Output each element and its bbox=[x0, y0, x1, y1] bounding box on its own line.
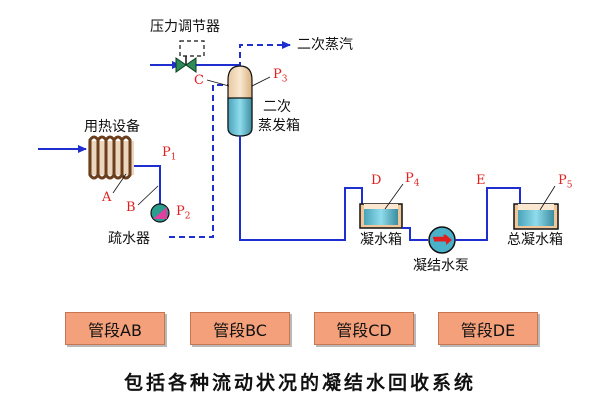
point-c-label: C bbox=[194, 73, 204, 88]
secondary-steam-label: 二次蒸汽 bbox=[297, 37, 353, 53]
pipe-segment-bc bbox=[169, 84, 238, 238]
segment-de-button[interactable]: 管段DE bbox=[438, 312, 538, 345]
evaporator-label-line2: 蒸发箱 bbox=[258, 118, 300, 134]
condensate-tank-icon bbox=[359, 203, 403, 229]
pressure-p2-label: P2 bbox=[176, 204, 191, 222]
point-b-label: B bbox=[126, 200, 136, 215]
evaporator-label-line1: 二次 bbox=[263, 99, 291, 115]
point-e-label: E bbox=[476, 173, 486, 188]
secondary-steam-pipe bbox=[239, 41, 291, 68]
pipe-segment-de bbox=[455, 187, 521, 241]
pointer-c bbox=[206, 79, 230, 87]
heating-equipment-label: 用热设备 bbox=[84, 119, 140, 135]
point-d-label: D bbox=[371, 173, 382, 188]
pointer-b bbox=[137, 185, 159, 206]
main-condensate-tank-icon bbox=[513, 203, 559, 230]
pipe-segment-ab bbox=[134, 165, 161, 205]
pressure-p3-label: P3 bbox=[273, 67, 288, 85]
point-a-label: A bbox=[102, 190, 112, 205]
pressure-p1-label: P1 bbox=[162, 145, 177, 163]
main-condensate-tank-label: 总凝水箱 bbox=[507, 232, 563, 248]
pointer-a bbox=[112, 173, 127, 194]
condensate-pump-icon bbox=[428, 226, 456, 254]
condensate-tank-label: 凝水箱 bbox=[360, 232, 402, 248]
heating-coil-icon bbox=[88, 135, 134, 180]
segment-ab-button[interactable]: 管段AB bbox=[65, 312, 165, 345]
pointer-p5 bbox=[539, 185, 556, 211]
condensate-pump-label: 凝结水泵 bbox=[413, 258, 469, 274]
pipe-segment-cd bbox=[239, 136, 363, 241]
secondary-evaporator-vessel bbox=[227, 65, 253, 137]
segment-cd-button[interactable]: 管段CD bbox=[314, 312, 414, 345]
pointer-p4 bbox=[384, 183, 404, 210]
pressure-regulator-icon bbox=[175, 40, 205, 73]
pressure-regulator-label: 压力调节器 bbox=[150, 19, 220, 35]
diagram-caption: 包括各种流动状况的凝结水回收系统 bbox=[123, 372, 476, 394]
pointer-p3 bbox=[251, 76, 271, 87]
pump-inlet-pipe bbox=[402, 227, 428, 241]
pressure-p5-label: P5 bbox=[558, 173, 573, 191]
pressure-p4-label: P4 bbox=[405, 171, 420, 189]
steam-trap-icon bbox=[150, 203, 170, 223]
segment-bc-button[interactable]: 管段BC bbox=[190, 312, 290, 345]
diagram-canvas bbox=[38, 40, 559, 254]
steam-trap-label: 疏水器 bbox=[108, 231, 150, 247]
